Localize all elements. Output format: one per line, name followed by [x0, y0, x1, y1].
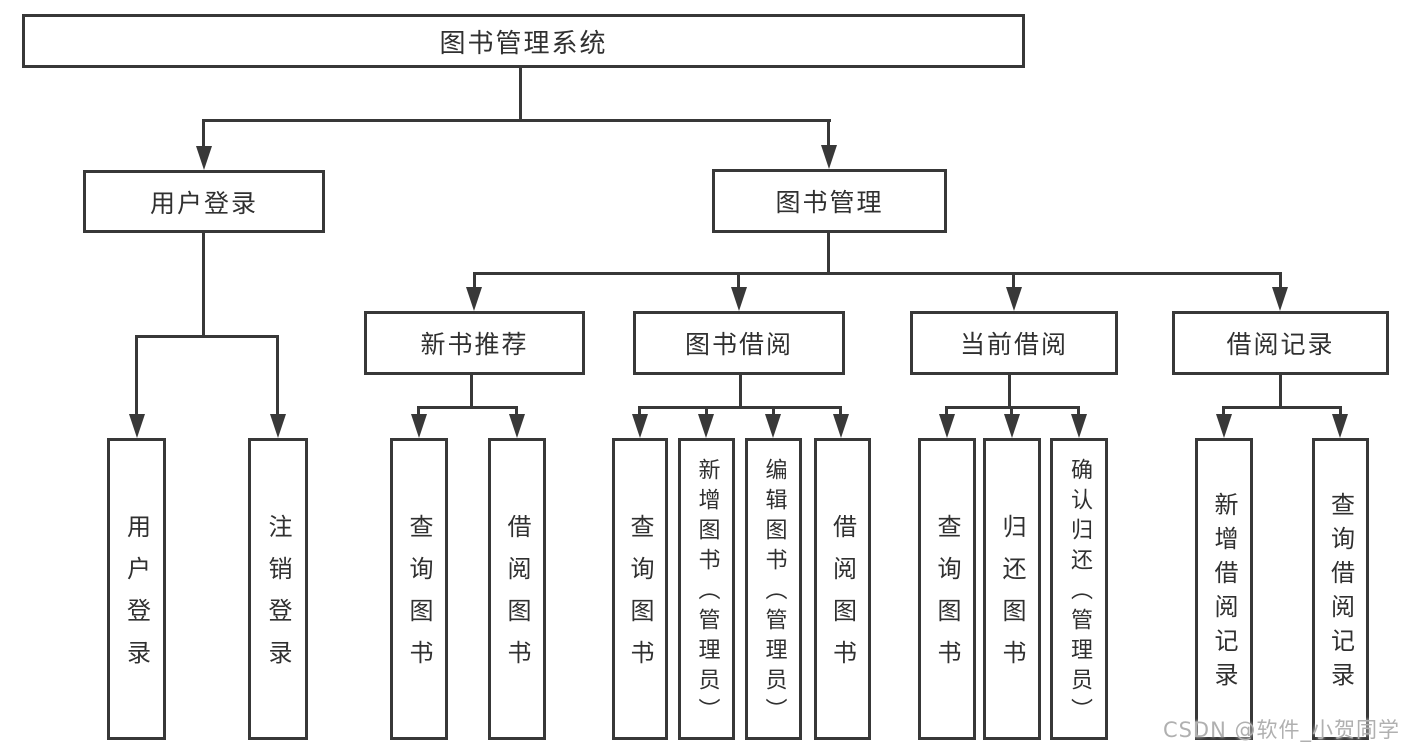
node-new-book-recommend: 新书推荐	[364, 311, 585, 375]
connector-line	[202, 119, 205, 151]
connector-line	[1222, 406, 1225, 418]
leaf-confirm-return-admin: 确认归还（管理员）	[1050, 438, 1108, 740]
arrow-down-icon	[1216, 414, 1232, 438]
node-root: 图书管理系统	[22, 14, 1025, 68]
leaf-label: 用户登录	[122, 514, 151, 682]
connector-line	[1279, 272, 1282, 290]
node-borrow-records: 借阅记录	[1172, 311, 1389, 375]
connector-line	[640, 406, 841, 409]
leaf-add-books-admin: 新增图书（管理员）	[678, 438, 735, 740]
arrow-down-icon	[833, 414, 849, 438]
connector-line	[519, 66, 522, 121]
node-user-login: 用户登录	[83, 170, 325, 233]
leaf-label: 归还图书	[998, 514, 1026, 682]
node-current-borrow: 当前借阅	[910, 311, 1118, 375]
connector-line	[638, 406, 641, 418]
csdn-watermark: CSDN @软件_小贺同学	[1162, 718, 1400, 742]
connector-line	[1224, 406, 1341, 409]
connector-line	[947, 406, 1079, 409]
connector-line	[1339, 406, 1342, 418]
arrow-down-icon	[1004, 414, 1020, 438]
arrow-down-icon	[466, 287, 482, 311]
leaf-label: 借阅图书	[828, 514, 857, 682]
leaf-label: 新增图书（管理员）	[694, 458, 720, 728]
connector-line	[515, 406, 518, 418]
leaf-query-borrow-record: 查询借阅记录	[1312, 438, 1369, 740]
connector-line	[470, 375, 473, 408]
connector-line	[1010, 406, 1013, 418]
connector-line	[1077, 406, 1080, 418]
connector-line	[276, 335, 279, 420]
node-book-borrow: 图书借阅	[633, 311, 845, 375]
arrow-down-icon	[632, 414, 648, 438]
leaf-label: 查询图书	[933, 514, 961, 682]
arrow-down-icon	[698, 414, 714, 438]
leaf-borrow-books: 借阅图书	[488, 438, 546, 740]
leaf-add-borrow-record: 新增借阅记录	[1195, 438, 1253, 740]
leaf-label: 确认归还（管理员）	[1067, 458, 1092, 728]
leaf-label: 注销登录	[264, 514, 292, 682]
connector-line	[827, 233, 830, 275]
leaf-logout: 注销登录	[248, 438, 308, 740]
connector-line	[1279, 375, 1282, 408]
arrow-down-icon	[509, 414, 525, 438]
arrow-down-icon	[411, 414, 427, 438]
arrow-down-icon	[765, 414, 781, 438]
leaf-query-books: 查询图书	[918, 438, 976, 740]
leaf-query-books: 查询图书	[390, 438, 448, 740]
connector-line	[739, 375, 742, 408]
connector-line	[839, 406, 842, 418]
connector-line	[419, 406, 517, 409]
arrow-down-icon	[1006, 287, 1022, 311]
connector-line	[737, 272, 740, 290]
arrow-down-icon	[1272, 287, 1288, 311]
arrow-down-icon	[270, 414, 286, 438]
connector-line	[945, 406, 948, 418]
connector-line	[136, 335, 279, 338]
arrow-down-icon	[939, 414, 955, 438]
arrow-down-icon	[196, 146, 212, 170]
leaf-user-login: 用户登录	[107, 438, 166, 740]
connector-line	[417, 406, 420, 418]
connector-line	[474, 272, 1282, 275]
leaf-query-books: 查询图书	[612, 438, 668, 740]
connector-line	[705, 406, 708, 418]
connector-line	[1008, 375, 1011, 408]
node-book-management: 图书管理	[712, 169, 947, 233]
leaf-borrow-books: 借阅图书	[814, 438, 871, 740]
leaf-return-books: 归还图书	[983, 438, 1041, 740]
leaf-label: 新增借阅记录	[1210, 492, 1238, 696]
leaf-label: 查询图书	[626, 514, 654, 682]
arrow-down-icon	[821, 145, 837, 169]
arrow-down-icon	[129, 414, 145, 438]
arrow-down-icon	[1071, 414, 1087, 438]
connector-line	[1012, 272, 1015, 290]
connector-line	[135, 335, 138, 420]
arrow-down-icon	[731, 287, 747, 311]
connector-line	[202, 233, 205, 337]
connector-line	[473, 272, 476, 290]
connector-line	[204, 119, 831, 122]
arrow-down-icon	[1332, 414, 1348, 438]
leaf-label: 查询图书	[405, 514, 433, 682]
leaf-label: 查询借阅记录	[1326, 492, 1355, 696]
connector-line	[827, 119, 830, 151]
leaf-edit-books-admin: 编辑图书（管理员）	[745, 438, 802, 740]
leaf-label: 编辑图书（管理员）	[761, 458, 787, 728]
leaf-label: 借阅图书	[503, 514, 531, 682]
connector-line	[772, 406, 775, 418]
